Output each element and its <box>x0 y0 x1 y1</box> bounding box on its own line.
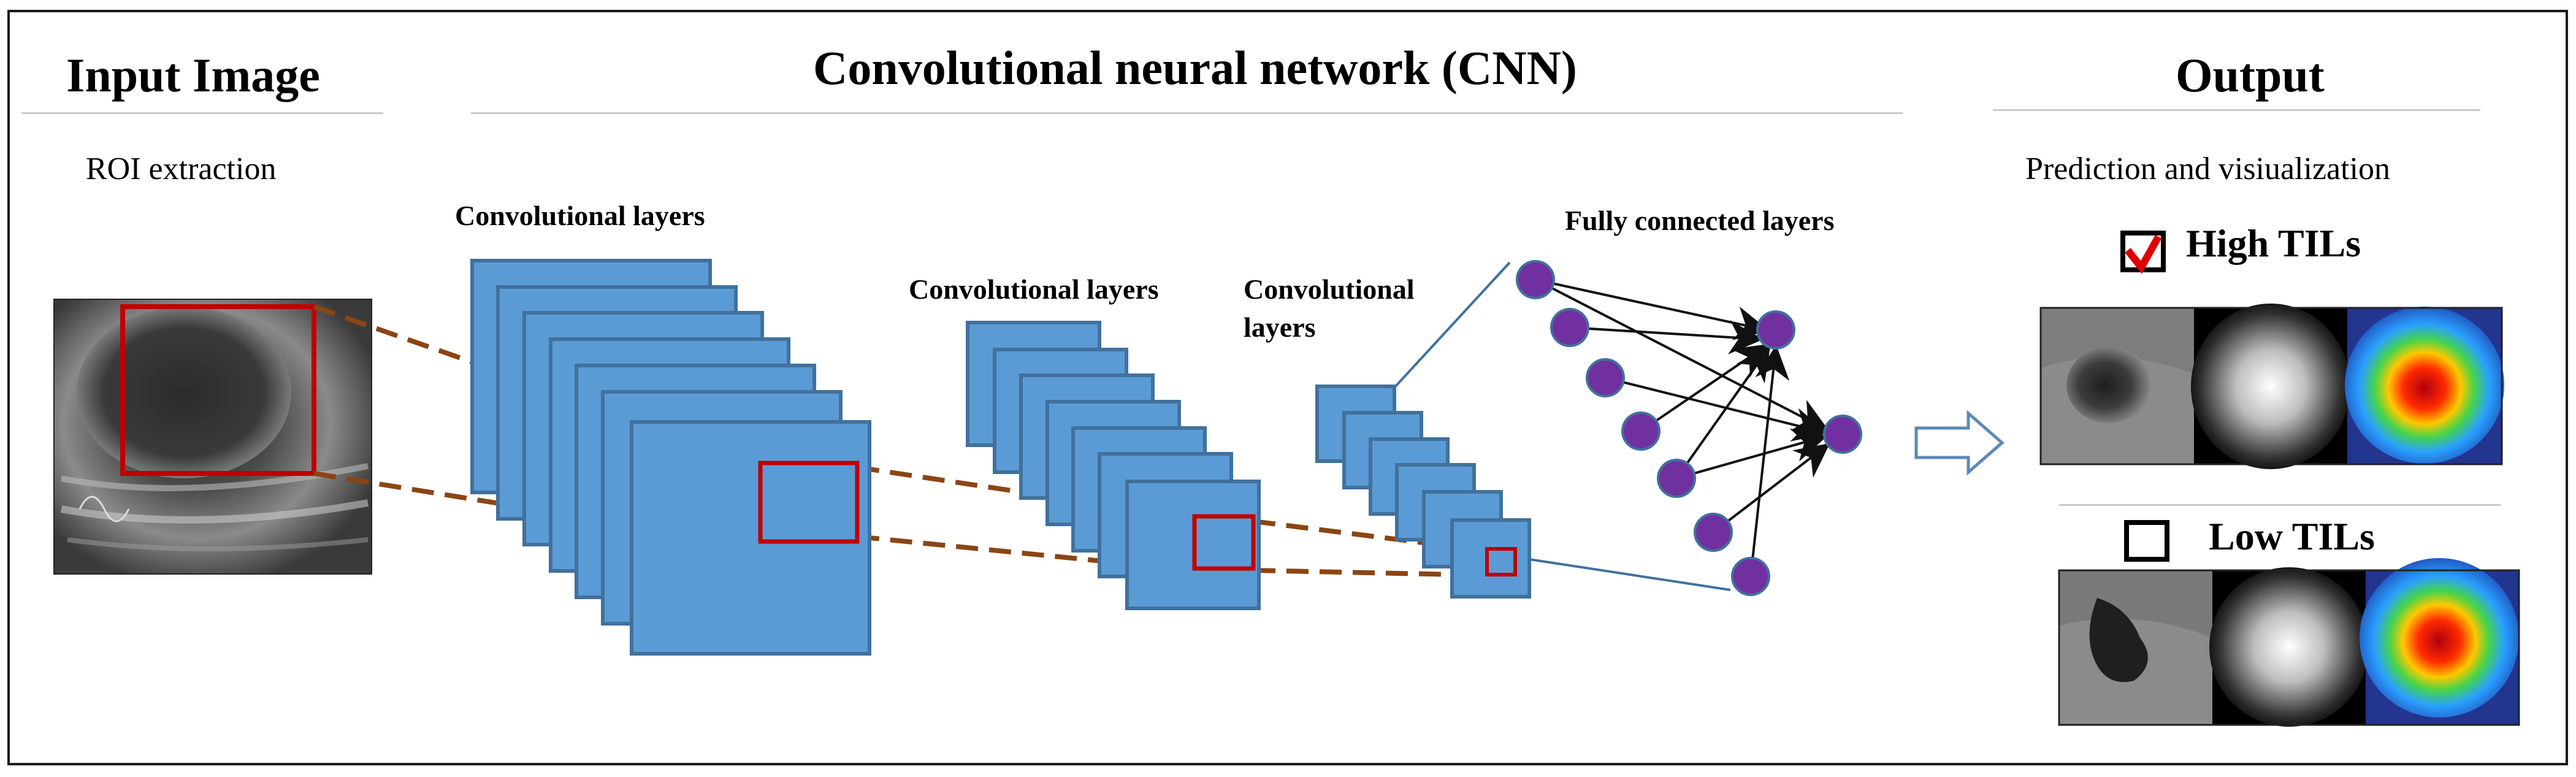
low-tils-images <box>2058 558 2520 727</box>
output-subtitle: Prediction and visiualization <box>2025 151 2390 186</box>
output-title-rule <box>1993 109 2480 111</box>
fc-node <box>1550 308 1589 347</box>
cnn-title-rule <box>471 112 1903 114</box>
conv-stack-3 <box>1315 385 1531 599</box>
input-ultrasound-image <box>53 299 372 575</box>
conv-layers-label-1: Convolutional layers <box>455 200 705 231</box>
input-title: Input Image <box>66 48 320 102</box>
receptive-field-3 <box>1485 547 1517 576</box>
input-subtitle: ROI extraction <box>86 151 277 186</box>
roi-box <box>120 304 316 476</box>
fc-node <box>1586 358 1625 397</box>
conv-layers-label-2: Convolutional layers <box>909 274 1159 305</box>
conv-layers-label-3b: layers <box>1244 312 1316 343</box>
fully-connected-label: Fully connected layers <box>1565 205 1835 236</box>
conv-layers-label-3a: Convolutional <box>1244 274 1415 305</box>
low-tils-checkbox-icon <box>2124 520 2169 562</box>
fc-output-node <box>1823 415 1862 454</box>
fc-node <box>1516 260 1555 299</box>
cnn-title: Convolutional neural network (CNN) <box>813 41 1577 94</box>
fc-nodes <box>1516 260 1862 596</box>
conv-stack-1 <box>470 259 871 656</box>
hollow-right-arrow-icon <box>1914 410 2005 476</box>
low-tils-label: Low TILs <box>2209 515 2375 558</box>
fc-hidden-node <box>1756 310 1795 350</box>
fc-node <box>1621 411 1661 451</box>
high-tils-images <box>2039 304 2504 469</box>
projection-lines <box>1393 261 1731 591</box>
fc-node <box>1694 513 1733 552</box>
conv-stack-2 <box>966 321 1261 610</box>
receptive-field-2 <box>1192 514 1256 571</box>
high-tils-label: High TILs <box>2186 221 2361 265</box>
fc-node <box>1731 557 1770 596</box>
receptive-field-1 <box>758 461 860 544</box>
fc-node <box>1657 459 1696 498</box>
output-divider-rule <box>2059 504 2501 506</box>
fc-arrows <box>1535 278 1830 577</box>
input-title-rule <box>21 112 383 114</box>
high-tils-checkbox-icon <box>2120 231 2166 274</box>
output-title: Output <box>2176 48 2325 102</box>
